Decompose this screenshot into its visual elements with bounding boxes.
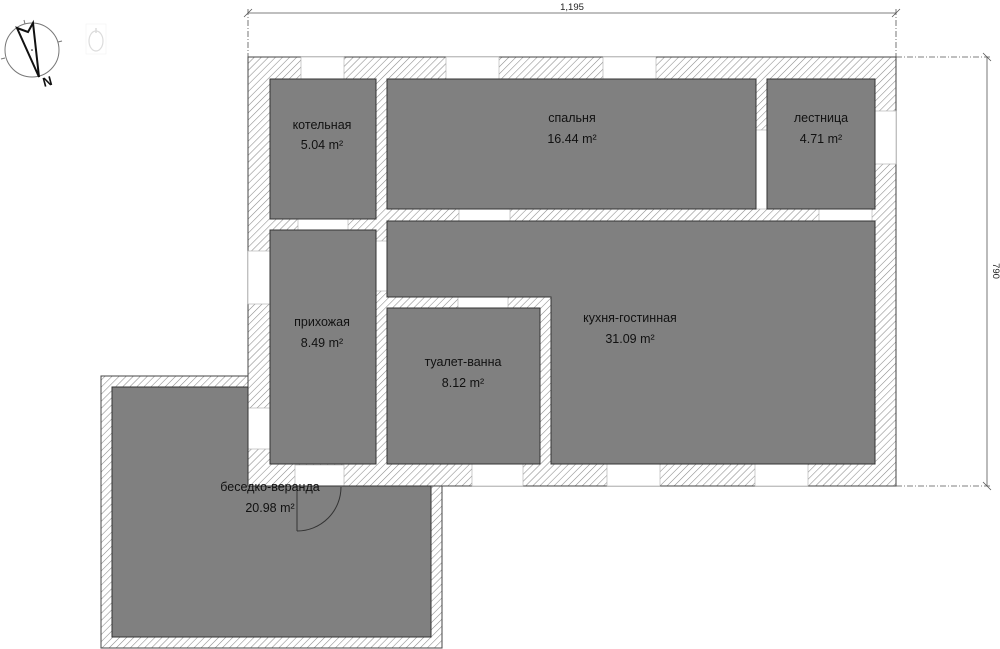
room-area-boiler: 5.04 m² [301,138,343,152]
door-opening [818,208,873,222]
room-name-hallway: прихожая [294,315,350,329]
window-opening [874,110,897,165]
room-name-veranda: беседко-веранда [220,480,319,494]
room-name-boiler: котельная [293,118,352,132]
height-dimension [896,52,992,491]
window-opening [247,407,271,450]
room-name-kitchen-living: кухня-гостинная [583,311,677,325]
height-dimension-label: 790 [990,263,1000,279]
room-labels: котельная 5.04 m² спальня 16.44 m² лестн… [220,111,848,515]
window-opening [602,56,657,80]
compass-icon: N [0,19,63,90]
room-area-veranda: 20.98 m² [245,501,294,515]
room-bedroom[interactable] [386,78,757,210]
room-veranda[interactable] [111,386,432,638]
room-name-bedroom: спальня [548,111,595,125]
door-opening [297,218,349,231]
room-boiler[interactable] [269,78,377,220]
width-dimension-label: 1,195 [560,2,584,13]
door-opening [457,296,509,309]
room-hallway[interactable] [269,229,377,465]
window-opening [247,250,271,305]
room-name-stairs: лестница [794,111,848,125]
room-stairs[interactable] [766,78,876,210]
rooms [111,78,876,638]
toilet-symbol-icon [85,23,107,55]
north-label: N [41,73,54,90]
window-opening [445,56,500,80]
room-area-stairs: 4.71 m² [800,132,842,146]
room-name-bathroom: туалет-ванна [425,355,502,369]
room-bathroom[interactable] [386,307,541,465]
window-opening [300,56,345,80]
room-area-hallway: 8.49 m² [301,336,343,350]
door-opening [755,129,768,210]
room-area-bathroom: 8.12 m² [442,376,484,390]
window-opening [471,463,524,487]
openings [247,56,897,487]
room-area-bedroom: 16.44 m² [547,132,596,146]
width-dimension [243,8,901,57]
door-opening [458,208,511,222]
room-area-kitchen-living: 31.09 m² [605,332,654,346]
window-opening [606,463,661,487]
window-opening [754,463,809,487]
room-kitchen-living[interactable] [386,220,876,465]
door-swing-icon [296,486,342,532]
door-opening [375,240,388,292]
